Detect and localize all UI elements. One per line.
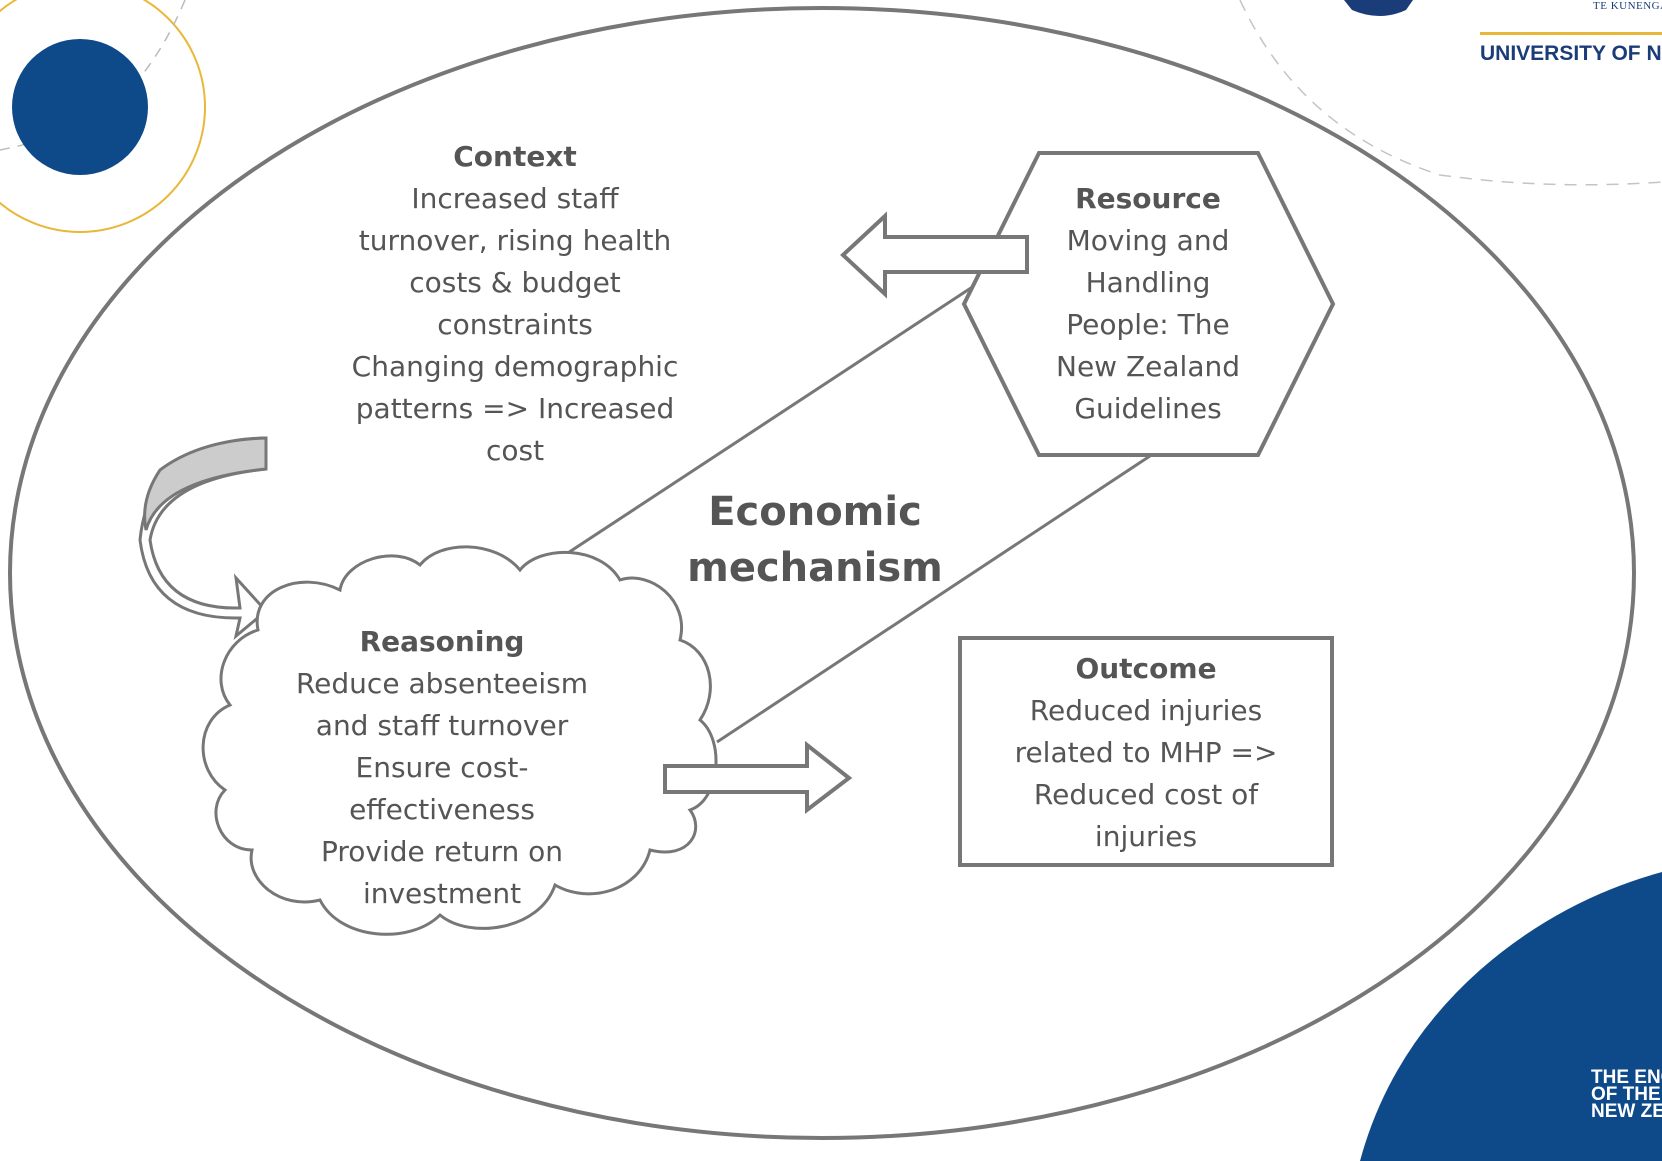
brand-university-name: UNIVERSITY OF NEW — [1480, 42, 1662, 65]
outcome-line: Reduced cost of — [1033, 778, 1259, 811]
university-crest-icon — [1344, 0, 1413, 16]
brand-tagline: THE ENGIN OF THE NE NEW ZEAL — [1591, 1067, 1662, 1122]
reasoning-block: Reasoning Reduce absenteeism and staff t… — [272, 621, 612, 915]
outer-ellipse — [8, 6, 1636, 1140]
reasoning-line: Reduce absenteeism — [295, 667, 589, 700]
center-label-line: Economic — [708, 489, 922, 535]
resource-line: New Zealand — [1056, 350, 1240, 383]
outcome-heading: Outcome — [1075, 652, 1217, 685]
reasoning-line: and staff turnover — [315, 709, 569, 742]
brand-rule — [1480, 32, 1662, 35]
arrow-right — [663, 740, 853, 815]
decorative-dashed-arc-left — [119, 0, 186, 101]
context-line: constraints — [437, 308, 593, 341]
arrow-left — [840, 211, 1029, 299]
context-line: Increased staff — [411, 182, 619, 215]
resource-line: People: The — [1066, 308, 1230, 341]
connector-reasoning-resource-lower — [716, 454, 1151, 744]
resource-block: Resource Moving and Handling People: The… — [1010, 178, 1286, 430]
connector-reasoning-resource — [547, 280, 981, 568]
reasoning-cloud — [201, 545, 718, 936]
brand-corner-shape — [1360, 872, 1662, 1161]
context-line: cost — [485, 434, 545, 467]
center-label-line: mechanism — [687, 545, 943, 591]
tagline-line: THE ENGIN — [1591, 1067, 1662, 1088]
curved-arrow-shading — [143, 436, 268, 531]
outcome-line: related to MHP => — [1014, 736, 1278, 769]
decorative-dashed-arc-right — [1239, 0, 1662, 186]
context-line: costs & budget — [409, 266, 621, 299]
outcome-box — [958, 636, 1334, 867]
center-label: Economic mechanism — [680, 484, 950, 596]
resource-line: Guidelines — [1074, 392, 1222, 425]
reasoning-line: Ensure cost- — [355, 751, 529, 784]
tagline-text: OF THE — [1591, 1084, 1662, 1105]
decorative-navy-dot — [12, 39, 148, 175]
reasoning-heading: Reasoning — [359, 625, 525, 658]
outcome-line: Reduced injuries — [1029, 694, 1263, 727]
resource-hexagon — [961, 151, 1336, 457]
reasoning-line: effectiveness — [349, 793, 535, 826]
outcome-block: Outcome Reduced injuries related to MHP … — [980, 648, 1312, 858]
resource-line: Handling — [1085, 266, 1211, 299]
context-heading: Context — [453, 140, 577, 173]
resource-heading: Resource — [1075, 182, 1221, 215]
context-line: turnover, rising health — [358, 224, 672, 257]
outcome-line: injuries — [1094, 820, 1198, 853]
resource-line: Moving and — [1066, 224, 1230, 257]
tagline-line: NEW ZEAL — [1591, 1101, 1662, 1122]
context-line: Changing demographic — [351, 350, 679, 383]
context-line: patterns => Increased — [355, 392, 675, 425]
reasoning-line: Provide return on — [320, 835, 564, 868]
decorative-gold-ring — [0, 0, 206, 233]
reasoning-line: investment — [362, 877, 522, 910]
tagline-line: OF THE NE — [1591, 1084, 1662, 1105]
context-block: Context Increased staff turnover, rising… — [345, 136, 685, 472]
brand-maori-subtitle: TE KUNENGA K — [1593, 0, 1662, 12]
